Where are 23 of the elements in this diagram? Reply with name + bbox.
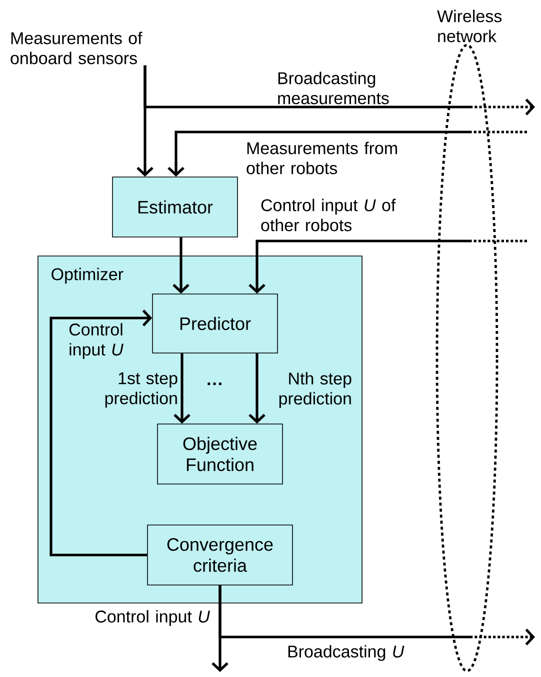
edge-label: Nth step prediction: [279, 372, 352, 408]
edge-label: Broadcasting U: [288, 645, 404, 661]
edge-label: Control input U: [69, 323, 124, 359]
edge-label: Broadcasting measurements: [278, 72, 389, 104]
edge-label: 1st step prediction: [105, 372, 178, 408]
arrow: [144, 65, 535, 116]
process-box: Estimator: [112, 176, 238, 238]
node-label: Wireless network: [437, 10, 502, 42]
arrow: [218, 585, 535, 646]
process-box: Predictor: [152, 294, 278, 354]
arrow: [168, 130, 527, 177]
process-box: Convergence criteria: [147, 524, 293, 586]
input-label: Measurements of onboard sensors: [10, 32, 142, 64]
edge-label: Control input U of other robots: [261, 198, 396, 232]
arrow: [248, 353, 266, 424]
arrow: [174, 353, 190, 424]
arrow: [172, 237, 190, 294]
edge-label: Control input U: [96, 610, 210, 626]
edge-label: Measurements from other robots: [246, 142, 397, 174]
ellipsis-label: ···: [208, 382, 222, 386]
arrow: [248, 240, 527, 294]
arrow: [50, 310, 152, 556]
process-box: Objective Function: [157, 424, 283, 484]
